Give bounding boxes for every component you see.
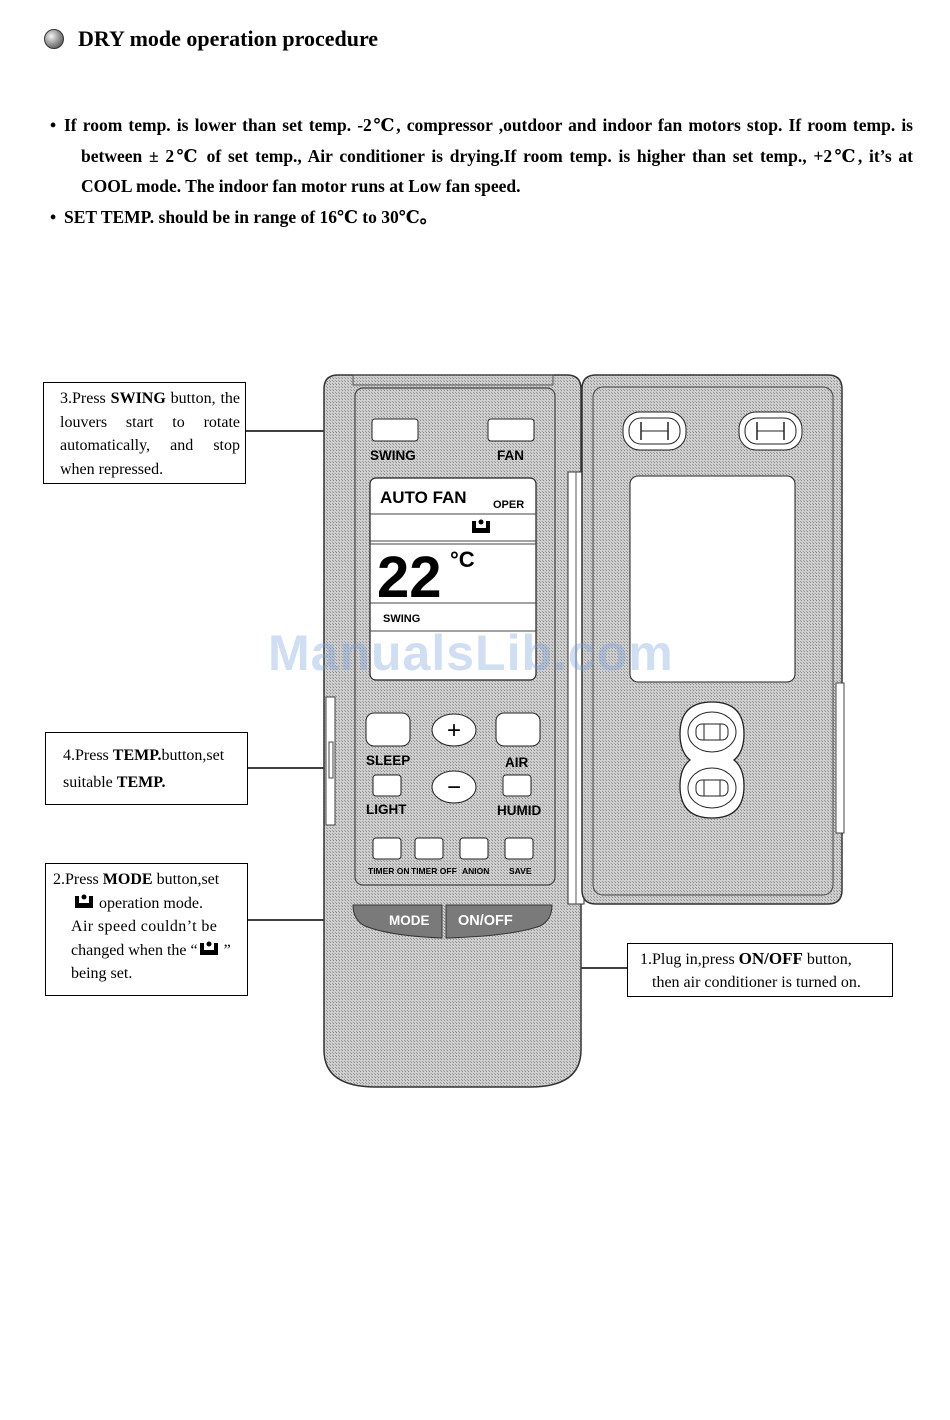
page-title: DRY mode operation procedure — [78, 26, 379, 51]
anion-label: ANION — [462, 866, 489, 876]
callout-mode: 2.Press MODE button,set operation mode. … — [45, 863, 248, 996]
callout-swing-prefix: 3.Press — [60, 390, 111, 407]
lcd-swing: SWING — [383, 613, 420, 625]
save-button[interactable] — [504, 837, 534, 860]
mode-button[interactable] — [352, 904, 443, 939]
flap-window — [629, 475, 796, 683]
lcd-oper: OPER — [493, 499, 524, 511]
air-button-label: AIR — [505, 755, 529, 770]
save-label: SAVE — [509, 866, 532, 876]
fan-button[interactable] — [487, 418, 535, 442]
timer-off-button[interactable] — [414, 837, 444, 860]
bullet-dot: • — [50, 206, 57, 227]
clip-icon — [622, 411, 687, 451]
light-button-label: LIGHT — [366, 802, 407, 817]
callout-temp-keyword: TEMP. — [112, 747, 162, 764]
lcd-display: AUTO FAN OPER 22 °C SWING — [369, 477, 537, 681]
callout-temp-prefix: 4.Press — [63, 747, 113, 764]
bullet-item: • SET TEMP. should be in range of 16℃ to… — [48, 202, 913, 233]
temp-down-button[interactable] — [431, 770, 477, 804]
fan-button-label: FAN — [497, 448, 524, 463]
swing-button-label: SWING — [370, 448, 416, 463]
minus-icon: − — [447, 774, 461, 801]
callout-onoff-text: button, — [802, 951, 852, 968]
dry-mode-icon — [199, 941, 218, 955]
callout-mode-line3: Air speed couldn’t be — [71, 918, 218, 936]
onoff-button-label: ON/OFF — [458, 913, 513, 929]
callout-onoff-line2: then air conditioner is turned on. — [652, 974, 861, 991]
temp-up-button[interactable] — [431, 713, 477, 747]
lcd-temperature: 22 — [377, 545, 442, 610]
timer-off-label: TIMER OFF — [411, 866, 457, 876]
callout-mode-text: button,set — [152, 871, 220, 888]
remote-flap — [581, 374, 845, 905]
anion-button[interactable] — [459, 837, 489, 860]
bullet-text: If room temp. is lower than set temp. -2… — [64, 115, 913, 196]
heading-bullet-icon — [44, 29, 64, 49]
lcd-auto-fan: AUTO FAN — [380, 488, 467, 507]
onoff-button[interactable] — [445, 904, 553, 939]
callout-mode-line5: being set. — [71, 965, 133, 983]
timer-on-label: TIMER ON — [368, 866, 410, 876]
battery-clip-icon — [679, 701, 745, 819]
callout-onoff: 1.Plug in,press ON/OFF button, then air … — [627, 943, 893, 997]
humid-button[interactable] — [502, 774, 532, 797]
callout-mode-prefix: 2.Press — [53, 871, 103, 888]
callout-temp-keyword2: TEMP. — [116, 774, 166, 791]
bullet-text: SET TEMP. should be in range of 16℃ to 3… — [64, 206, 438, 227]
sleep-button-label: SLEEP — [366, 753, 410, 768]
lcd-unit: °C — [450, 547, 475, 572]
callout-swing-text: button, the louvers start to rotate auto… — [60, 390, 241, 478]
callout-temp-text: button,set suitable — [63, 747, 225, 791]
dry-mode-icon — [472, 519, 490, 533]
callout-mode-line4: changed when the “ — [71, 941, 198, 959]
sleep-button[interactable] — [365, 712, 411, 747]
dry-mode-icon — [75, 894, 93, 908]
bullet-list: • If room temp. is lower than set temp. … — [48, 110, 913, 232]
callout-swing: 3.Press SWING button, the louvers start … — [43, 382, 246, 484]
callout-mode-line2: operation mode. — [95, 894, 203, 912]
callout-onoff-prefix: 1.Plug in,press — [640, 951, 739, 968]
callout-mode-line4-end: ” — [219, 941, 231, 959]
bullet-dot: • — [50, 115, 57, 135]
clip-icon — [738, 411, 803, 451]
mode-button-label: MODE — [389, 913, 430, 928]
section-heading: DRY mode operation procedure — [44, 26, 378, 52]
timer-on-button[interactable] — [372, 837, 402, 860]
callout-temp: 4.Press TEMP.button,set suitable TEMP. — [45, 732, 248, 805]
callout-swing-keyword: SWING — [110, 390, 166, 407]
light-button[interactable] — [372, 774, 402, 797]
bullet-item: • If room temp. is lower than set temp. … — [48, 110, 913, 202]
humid-button-label: HUMID — [497, 803, 541, 818]
callout-onoff-keyword: ON/OFF — [738, 949, 803, 968]
watermark: ManualsLib.com — [268, 625, 674, 681]
air-button[interactable] — [495, 712, 541, 747]
swing-button[interactable] — [371, 418, 419, 442]
callout-mode-keyword: MODE — [102, 871, 153, 888]
plus-icon: + — [447, 717, 461, 744]
